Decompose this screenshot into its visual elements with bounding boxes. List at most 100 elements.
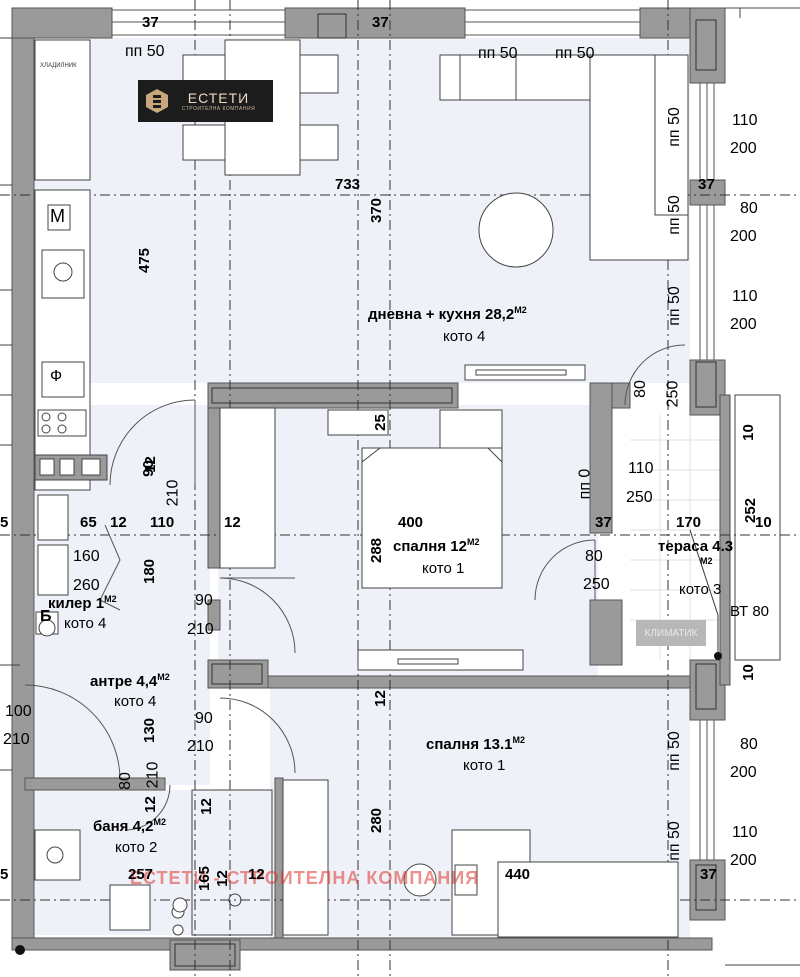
dim-label: 210 <box>187 738 214 755</box>
dim-label: 165 <box>196 865 214 892</box>
dim-label: 37 <box>595 514 612 531</box>
dim-label: 250 <box>664 380 682 408</box>
dim-label: 110 <box>732 112 758 129</box>
wall-hatches <box>174 13 717 967</box>
outline-lines <box>0 7 800 966</box>
dim-label: 400 <box>398 514 424 531</box>
dim-label: пп 50 <box>478 45 518 62</box>
dim-label: 37 <box>700 866 717 883</box>
dim-label: 250 <box>626 489 653 506</box>
dim-label: 80 <box>631 380 649 398</box>
dim-label: 252 <box>742 497 760 524</box>
dim-label: пп 50 <box>665 286 683 326</box>
dim-label: 200 <box>730 228 757 245</box>
dim-label: 10 <box>755 514 772 531</box>
dim-label: 200 <box>730 316 757 333</box>
dim-label: 210 <box>3 731 30 748</box>
dim-label: пп 50 <box>665 731 683 771</box>
bedroom2-label: спалня 13.1М2 <box>426 735 525 753</box>
closet-note: кото 4 <box>64 615 107 632</box>
dim-label: 90 <box>195 592 213 609</box>
dim-label: 12 <box>110 514 127 531</box>
dim-label: 250 <box>583 576 610 593</box>
bedroom1-label: спалня 12М2 <box>393 537 480 555</box>
dim-label: 80 <box>740 200 758 217</box>
watermark: ЕСТЕТИ - СТРОИТЕЛНА КОМПАНИЯ <box>130 868 480 888</box>
dim-label: пп 50 <box>125 43 165 60</box>
dim-label: 475 <box>136 247 154 274</box>
hall-label: антре 4,4М2 <box>90 672 170 690</box>
living-room-note: кото 4 <box>443 328 486 345</box>
dim-label: 160 <box>73 548 100 565</box>
dim-label: 260 <box>73 577 100 594</box>
dim-label: 288 <box>368 537 386 564</box>
hall-note: кото 4 <box>114 693 157 710</box>
bath-label: баня 4,2М2 <box>93 817 166 835</box>
boiler-label: Б <box>40 608 52 625</box>
dim-label: 180 <box>141 558 159 585</box>
dim-label: 210 <box>164 479 182 507</box>
logo-name: ЕСТЕТИ <box>187 90 250 106</box>
dim-label: 12 <box>248 866 265 883</box>
dim-label: 200 <box>730 852 757 869</box>
dim-label: 5 <box>0 514 9 531</box>
bedroom1-note: кото 1 <box>422 560 465 577</box>
dim-label: 100 <box>5 703 32 720</box>
living-room-label: дневна + кухня 28,2М2 <box>368 305 527 323</box>
terrace-unit: М2 <box>700 556 713 566</box>
dim-label: 65 <box>80 514 97 531</box>
terrace-label: тераса 4.3 <box>658 538 734 555</box>
dim-label: 10 <box>739 664 757 681</box>
dim-label: 25 <box>371 414 389 431</box>
dim-label: 170 <box>676 514 702 531</box>
closet-shelves <box>35 494 69 637</box>
company-logo: ЕСТЕТИ СТРОИТЕЛНА КОМПАНИЯ <box>138 80 273 122</box>
dim-label: пп 0 <box>576 468 594 500</box>
dim-label: 130 <box>141 717 159 744</box>
dim-label: 200 <box>730 764 757 781</box>
dim-label: 210 <box>144 761 162 789</box>
door-swings <box>24 344 686 831</box>
dim-label: 110 <box>732 824 758 841</box>
microwave-label: М <box>50 206 65 226</box>
dim-label: 440 <box>505 866 531 883</box>
dim-label: 12 <box>213 870 231 887</box>
filter-label: Ф <box>50 368 63 385</box>
dim-label: пп 50 <box>665 821 683 861</box>
air-conditioner-unit: КЛИМАТИК <box>636 620 706 646</box>
logo-mark-icon <box>146 89 168 113</box>
windows <box>111 9 715 861</box>
dim-label: 200 <box>730 140 757 157</box>
dim-label: 12 <box>197 798 215 815</box>
fridge-label: ХЛАДИЛНИК <box>40 63 77 69</box>
terrace-note: кото 3 <box>679 581 722 598</box>
dim-label: 80 <box>585 548 603 565</box>
bedroom2-furniture <box>282 779 679 938</box>
bath-note: кото 2 <box>115 839 158 856</box>
walls <box>11 7 731 971</box>
bedroom2-note: кото 1 <box>463 757 506 774</box>
dim-label: 110 <box>628 460 654 477</box>
leader-lines <box>689 529 719 655</box>
dim-label: 37 <box>142 14 159 31</box>
dim-label: 257 <box>128 866 154 883</box>
logo-tagline: СТРОИТЕЛНА КОМПАНИЯ <box>181 106 256 112</box>
dim-label: 370 <box>368 197 386 224</box>
dim-label: 80 <box>116 772 134 790</box>
dim-label: 110 <box>732 288 758 305</box>
dim-label: 37 <box>372 14 389 31</box>
bathroom-fixtures <box>34 789 273 936</box>
dim-label: пп 50 <box>555 45 595 62</box>
dim-label: 210 <box>187 621 214 638</box>
bedroom1-furniture <box>219 407 524 671</box>
closet-label: килер 1М2 <box>48 594 117 612</box>
sofa <box>439 54 689 381</box>
dim-label: 12 <box>141 456 159 473</box>
dim-label: 733 <box>335 176 361 193</box>
markers <box>15 652 722 955</box>
dim-label: 12 <box>371 690 389 707</box>
dim-label: 12 <box>224 514 241 531</box>
dim-label: 37 <box>698 176 715 193</box>
dim-label: пп 50 <box>665 195 683 235</box>
